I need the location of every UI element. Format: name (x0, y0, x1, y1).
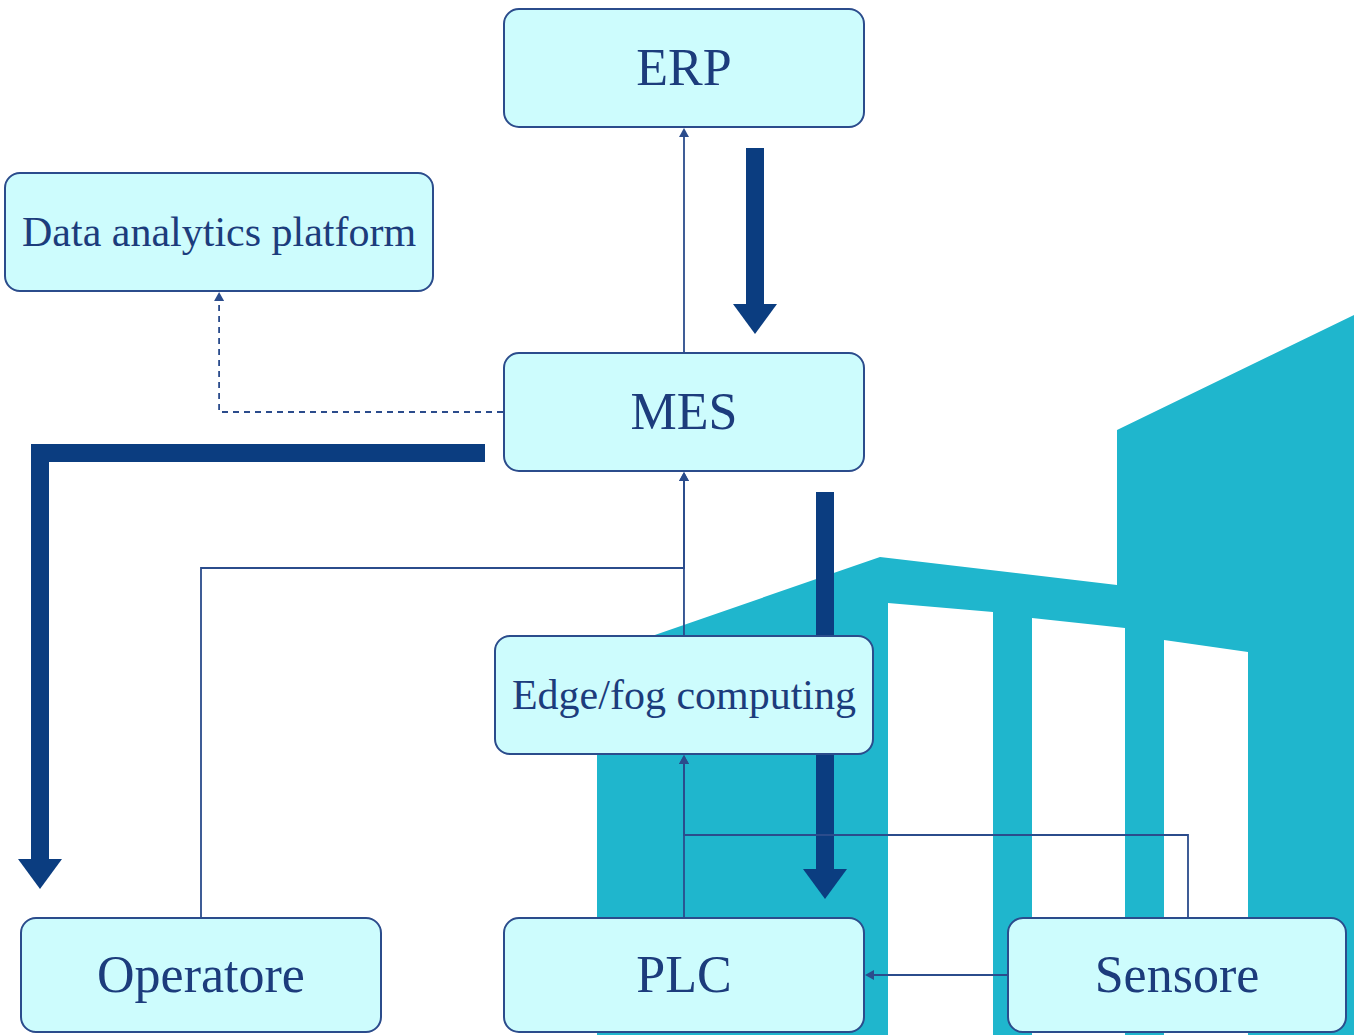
box-label: ERP (636, 39, 731, 96)
process-box: ERP (503, 8, 865, 128)
flow-arrow (40, 453, 485, 859)
process-box: MES (503, 352, 865, 472)
box-label: Data analytics platform (22, 209, 416, 255)
box-label: Edge/fog computing (512, 672, 856, 718)
process-box: Operatore (20, 917, 382, 1033)
data-arrow (219, 301, 503, 412)
box-label: Operatore (97, 946, 305, 1003)
data-arrow (683, 481, 685, 635)
flow-arrow (746, 148, 764, 304)
data-arrow (874, 974, 1007, 976)
process-box: PLC (503, 917, 865, 1033)
box-label: Sensore (1095, 946, 1260, 1003)
box-label: MES (631, 383, 738, 440)
data-arrow (684, 764, 1188, 917)
process-box: Data analytics platform (4, 172, 434, 292)
box-label: PLC (636, 946, 731, 1003)
building-window (888, 603, 993, 1035)
data-arrow (683, 137, 685, 352)
process-box: Edge/fog computing (494, 635, 874, 755)
process-box: Sensore (1007, 917, 1347, 1033)
